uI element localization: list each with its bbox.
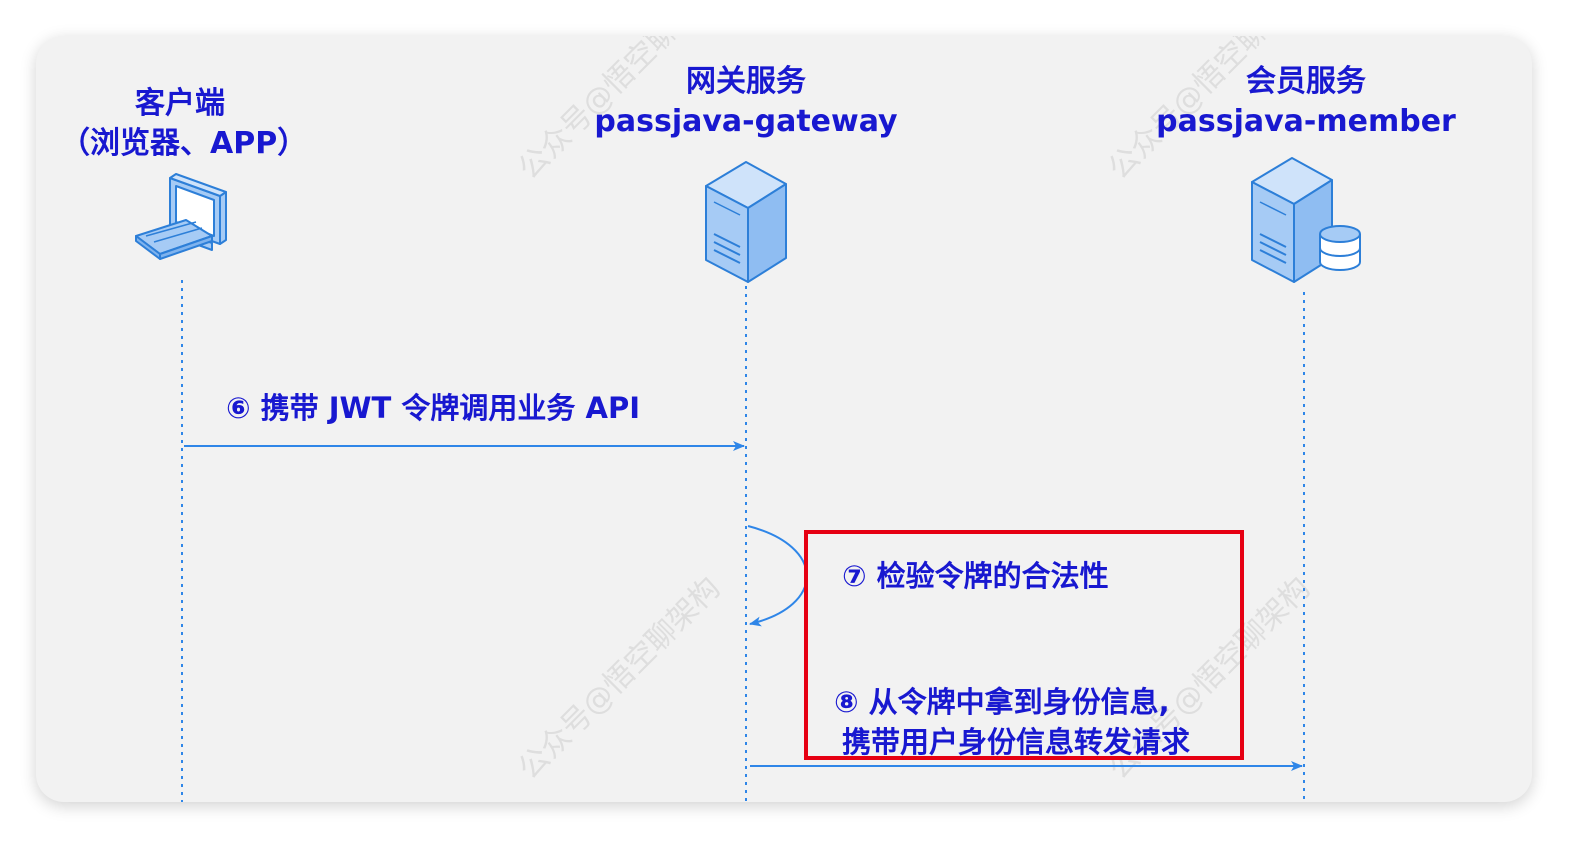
message-step7: ⑦ 检验令牌的合法性 [842, 559, 1109, 593]
gateway-subtitle: passjava-gateway [594, 104, 898, 139]
computer-icon [135, 173, 227, 260]
sequence-diagram [135, 157, 1361, 802]
member-subtitle: passjava-member [1156, 104, 1456, 139]
server-icon [705, 161, 787, 283]
arrow-step7-self-loop [747, 525, 808, 627]
client-subtitle: （浏览器、APP） [60, 126, 308, 161]
message-step6: ⑥ 携带 JWT 令牌调用业务 API [226, 391, 640, 425]
client-title: 客户端 [135, 86, 225, 121]
diagram-canvas: 公众号@悟空聊架构 公众号@悟空聊架构 公众号@悟空聊架构 公众号@悟空聊架构 … [36, 36, 1532, 802]
member-title: 会员服务 [1246, 64, 1366, 99]
highlight-box [804, 530, 1244, 760]
gateway-title: 网关服务 [686, 64, 806, 99]
message-step8-line2: 携带用户身份信息转发请求 [842, 725, 1191, 759]
message-step8-line1: ⑧ 从令牌中拿到身份信息, [834, 685, 1170, 719]
database-server-icon [1251, 157, 1361, 283]
